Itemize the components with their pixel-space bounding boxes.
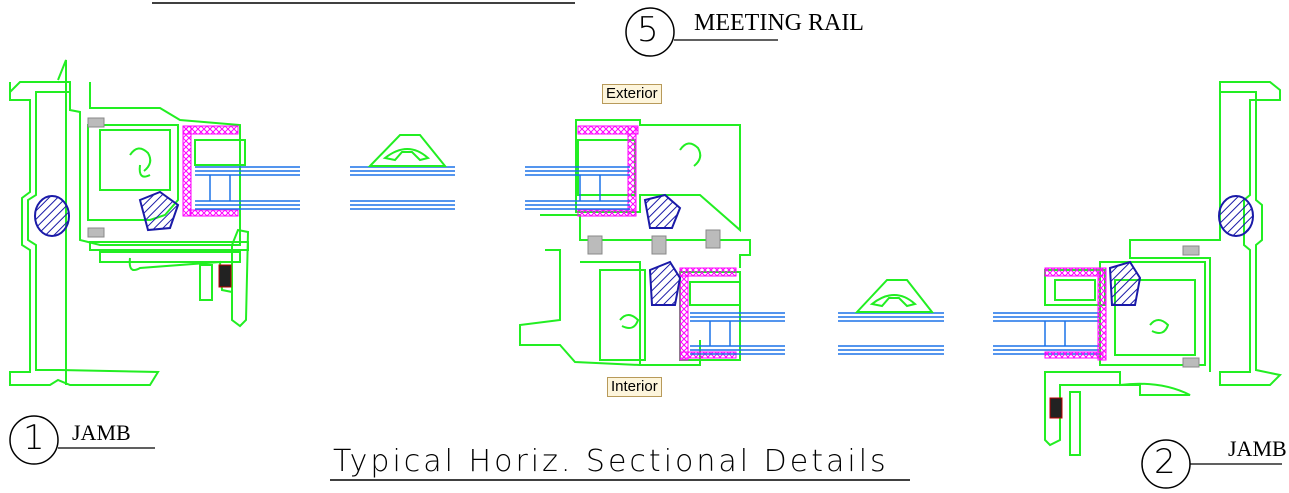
setting-block	[1182, 357, 1200, 368]
callout-2-marker	[1141, 439, 1282, 489]
glass-rail-bottom	[690, 312, 785, 355]
glazing-gasket	[138, 190, 180, 232]
weatherstrip-gasket	[1218, 195, 1254, 237]
callout-2-label: JAMB	[1228, 436, 1287, 461]
screw	[1049, 397, 1063, 419]
weatherstrip-gasket	[34, 195, 70, 237]
setting-block	[705, 229, 721, 249]
glazing-tape	[577, 209, 637, 217]
setting-block	[587, 235, 603, 255]
glazing-gasket	[648, 260, 682, 306]
callout-5-marker	[625, 7, 778, 57]
glazing-tape	[1044, 267, 1104, 277]
setting-block	[651, 235, 667, 255]
jamb-left-section	[9, 59, 250, 386]
setting-block	[87, 117, 105, 128]
glazing-tape	[182, 125, 192, 217]
glass-left	[195, 166, 300, 210]
callout-2-number: 2	[1154, 442, 1176, 482]
drawing-title: Typical Horiz. Sectional Details	[333, 444, 889, 479]
break-symbol	[367, 134, 448, 167]
glass-break-top	[350, 166, 455, 210]
glazing-gasket	[643, 193, 682, 229]
glazing-tape	[679, 267, 689, 361]
exterior-tag: Exterior	[602, 84, 662, 104]
glass-right	[993, 312, 1100, 355]
glazing-gasket	[1108, 260, 1142, 306]
setting-block	[1182, 245, 1200, 256]
setting-block	[87, 227, 105, 238]
glazing-tape	[1044, 351, 1104, 359]
glazing-tape	[1097, 267, 1107, 361]
callout-5-number: 5	[637, 10, 659, 50]
glazing-tape	[577, 125, 639, 135]
glass-break-bottom	[838, 312, 944, 355]
break-symbol	[854, 279, 935, 313]
callout-1-number: 1	[23, 418, 45, 458]
jamb-right-section	[1044, 81, 1283, 456]
callout-1-marker	[9, 415, 155, 465]
glass-rail-top	[525, 166, 630, 210]
callout-5-label: MEETING RAIL	[694, 10, 864, 36]
glazing-tape	[679, 351, 737, 359]
callout-1-label: JAMB	[72, 420, 131, 445]
glazing-tape	[189, 209, 239, 217]
screw	[218, 264, 232, 288]
interior-tag: Interior	[607, 377, 662, 397]
